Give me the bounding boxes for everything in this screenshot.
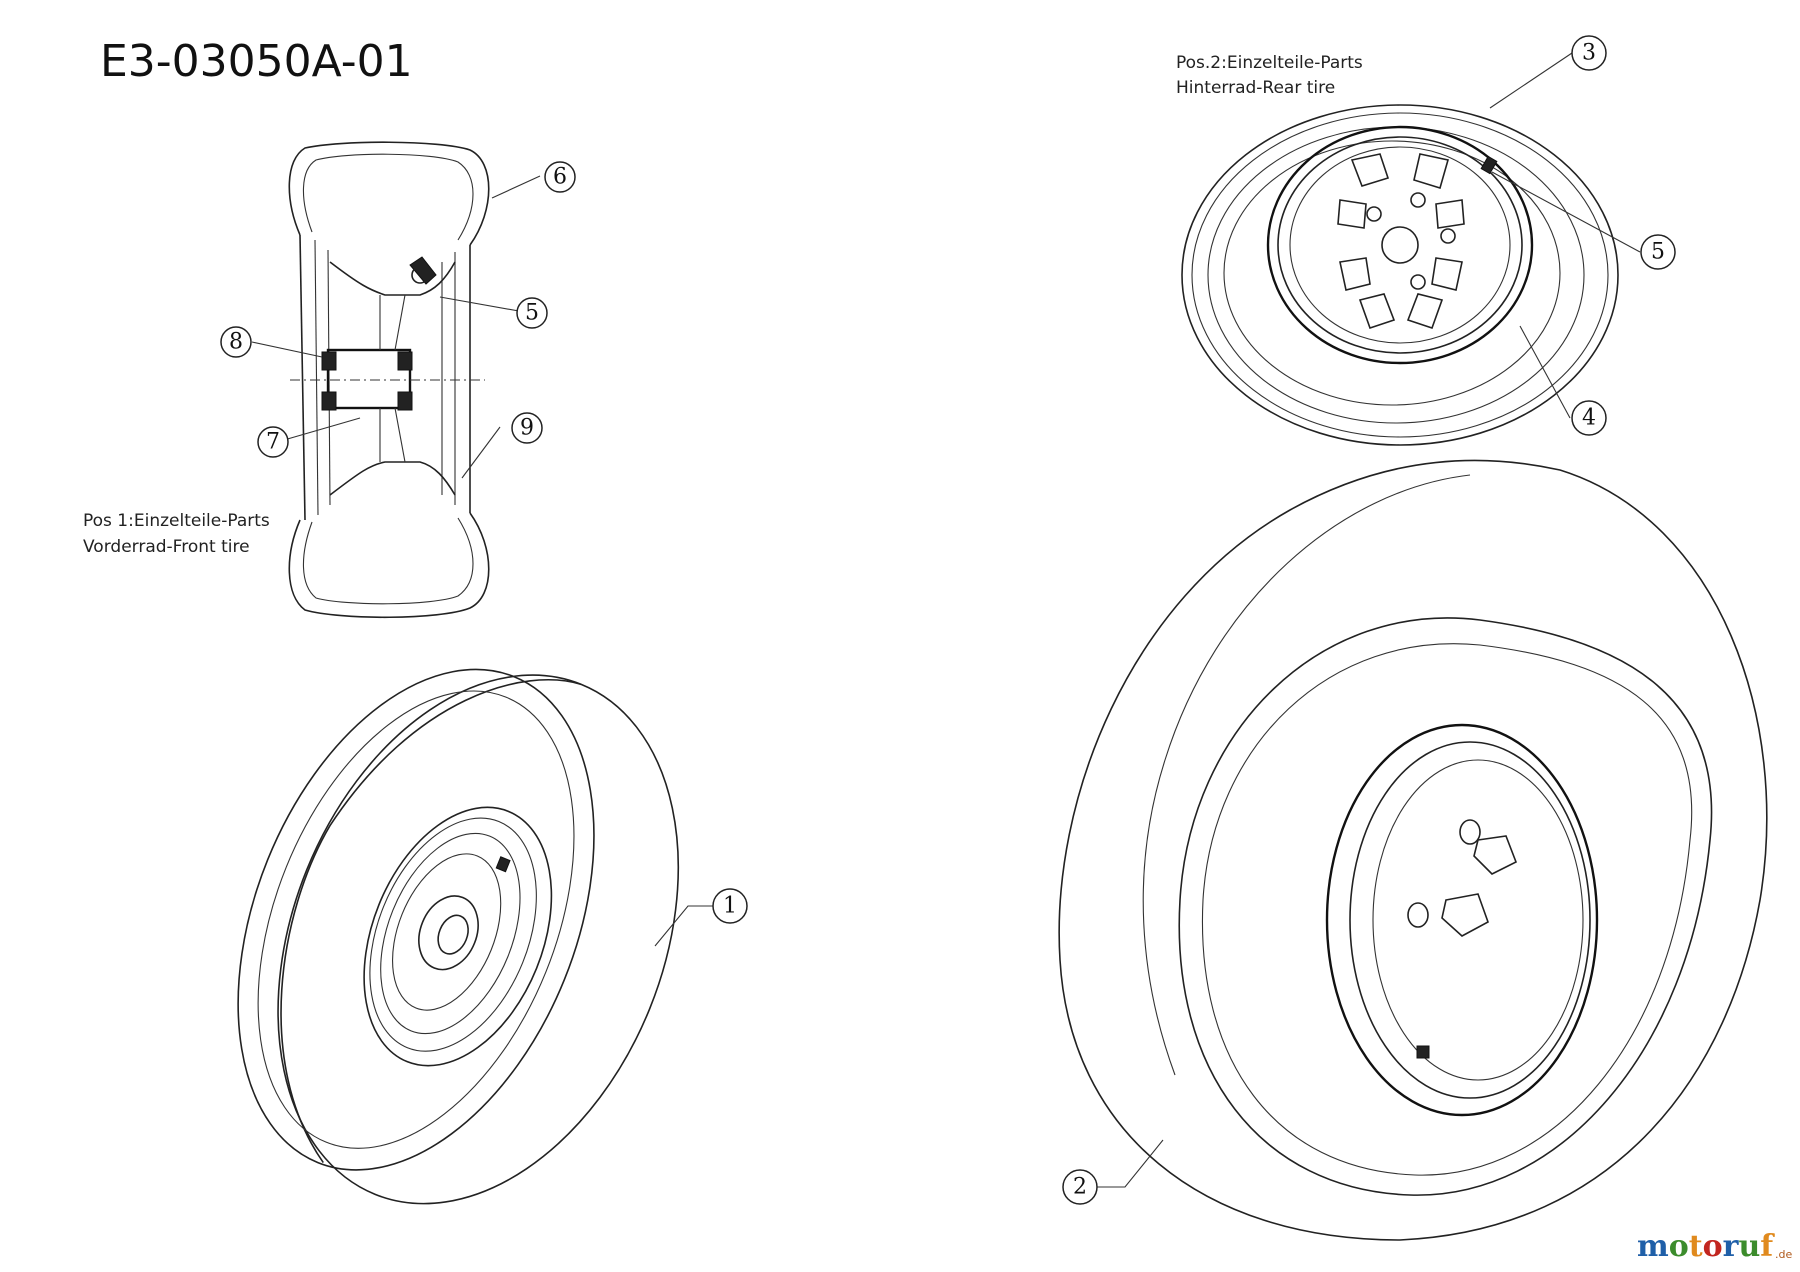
front-tire-cross-section <box>288 141 490 619</box>
diagram-title: E3-03050A-01 <box>100 36 413 87</box>
rear-rim <box>1266 125 1534 365</box>
front-tire-label-line1: Pos 1:Einzelteile-Parts <box>83 511 270 531</box>
svg-text:2: 2 <box>1073 1175 1087 1200</box>
rear-tire-label-line1: Pos.2:Einzelteile-Parts <box>1176 53 1363 73</box>
svg-text:motoruf: motoruf <box>1637 1229 1775 1264</box>
front-valve-iso <box>495 856 511 873</box>
callout-9: 9 <box>511 412 543 444</box>
rear-tire-label-line2: Hinterrad-Rear tire <box>1176 78 1335 98</box>
rear-tire-outer <box>1058 459 1768 1241</box>
callout-3: 3 <box>1571 35 1607 71</box>
front-hub <box>326 348 412 410</box>
callout-7: 7 <box>257 426 289 458</box>
callout-8: 8 <box>220 326 252 358</box>
callout-2: 2 <box>1062 1139 1164 1205</box>
svg-text:.de: .de <box>1775 1248 1792 1261</box>
front-hub-iso <box>418 895 479 971</box>
front-tire-top-outline <box>288 141 490 246</box>
svg-text:4: 4 <box>1582 406 1596 431</box>
rear-rim-iso <box>1325 723 1599 1117</box>
front-rim-left-flange <box>299 234 306 521</box>
rear-valve-iso <box>1416 1045 1430 1059</box>
svg-text:3: 3 <box>1582 41 1596 66</box>
rear-view-callouts: 3 5 4 <box>1489 35 1676 436</box>
front-section-callouts: 6 5 8 7 9 <box>220 161 576 479</box>
svg-text:9: 9 <box>520 416 534 441</box>
svg-text:7: 7 <box>266 430 280 455</box>
callout-6: 6 <box>544 161 576 193</box>
front-bearing-top <box>321 351 337 371</box>
front-rim <box>363 806 553 1067</box>
rear-tire-face <box>1178 617 1713 1196</box>
callout-5-rear: 5 <box>1640 234 1676 270</box>
svg-text:5: 5 <box>525 301 539 326</box>
svg-text:5: 5 <box>1651 240 1665 265</box>
front-tire-face <box>237 668 595 1171</box>
callout-4: 4 <box>1571 400 1607 436</box>
callout-5-front: 5 <box>516 297 548 329</box>
rear-rim-windows <box>1337 153 1465 330</box>
svg-text:6: 6 <box>553 165 567 190</box>
svg-text:8: 8 <box>229 330 243 355</box>
front-tire-bottom-outline <box>288 512 490 619</box>
front-tire-isometric <box>237 668 680 1205</box>
front-tire-bottom-inner <box>302 517 474 605</box>
callout-1: 1 <box>654 888 748 947</box>
rear-tire-outer <box>1181 104 1619 446</box>
motoruf-logo: motoruf .de <box>1637 1229 1792 1264</box>
front-tire-outer-sidewall <box>277 674 680 1205</box>
front-valve-stem <box>409 256 437 285</box>
rear-valve-stem <box>1480 155 1498 175</box>
front-tire-top-inner <box>302 153 474 241</box>
front-tire-label-line2: Vorderrad-Front tire <box>83 537 250 557</box>
rear-wheel-front-view <box>1181 104 1619 446</box>
rear-tire-isometric <box>1058 459 1768 1241</box>
rear-hub-center <box>1381 226 1419 264</box>
svg-text:1: 1 <box>723 894 737 919</box>
